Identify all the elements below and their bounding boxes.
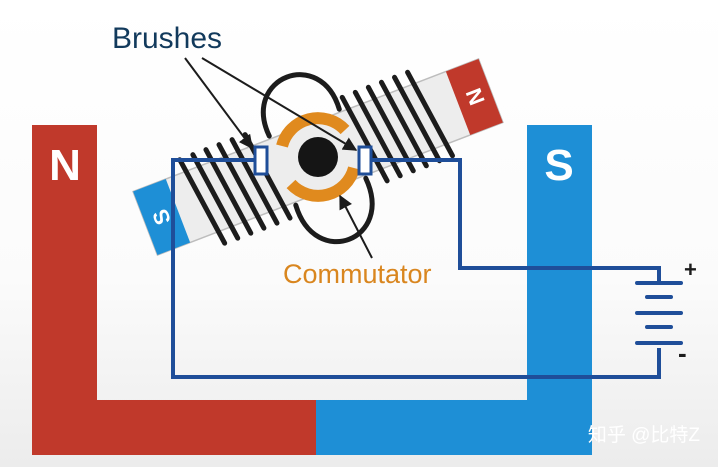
- south-magnet-label: S: [544, 141, 573, 190]
- wire-right-loop: [372, 158, 661, 282]
- coil-loop-top: [260, 72, 342, 139]
- commutator-segment-top: [276, 112, 350, 148]
- armature-north-pole: [445, 58, 503, 135]
- brushes-pointer-left: [184, 57, 253, 150]
- commutator-pointer: [339, 194, 373, 259]
- right-brush: [357, 145, 373, 176]
- left-brush: [253, 145, 269, 176]
- motor-shaft: [298, 137, 338, 177]
- battery-minus-label: -: [678, 338, 687, 368]
- south-magnet-body: [316, 125, 592, 455]
- armature-south-pole: [133, 179, 191, 256]
- battery-plus-label: +: [684, 257, 697, 282]
- commutator-label: Commutator: [283, 259, 432, 289]
- circuit-wire: [171, 158, 661, 379]
- coil-loop-bottom: [293, 175, 375, 245]
- north-magnet: N: [32, 125, 316, 455]
- commutator: [276, 112, 360, 202]
- north-magnet-body: [32, 125, 316, 455]
- north-magnet-label: N: [49, 141, 81, 190]
- commutator-segment-bottom: [286, 166, 360, 202]
- brushes-pointer-right: [201, 57, 358, 151]
- brushes-label: Brushes: [112, 22, 222, 55]
- wire-left-loop: [171, 158, 661, 379]
- south-magnet: S: [316, 125, 592, 455]
- battery: [635, 281, 683, 345]
- watermark: 知乎 @比特Z: [588, 424, 701, 446]
